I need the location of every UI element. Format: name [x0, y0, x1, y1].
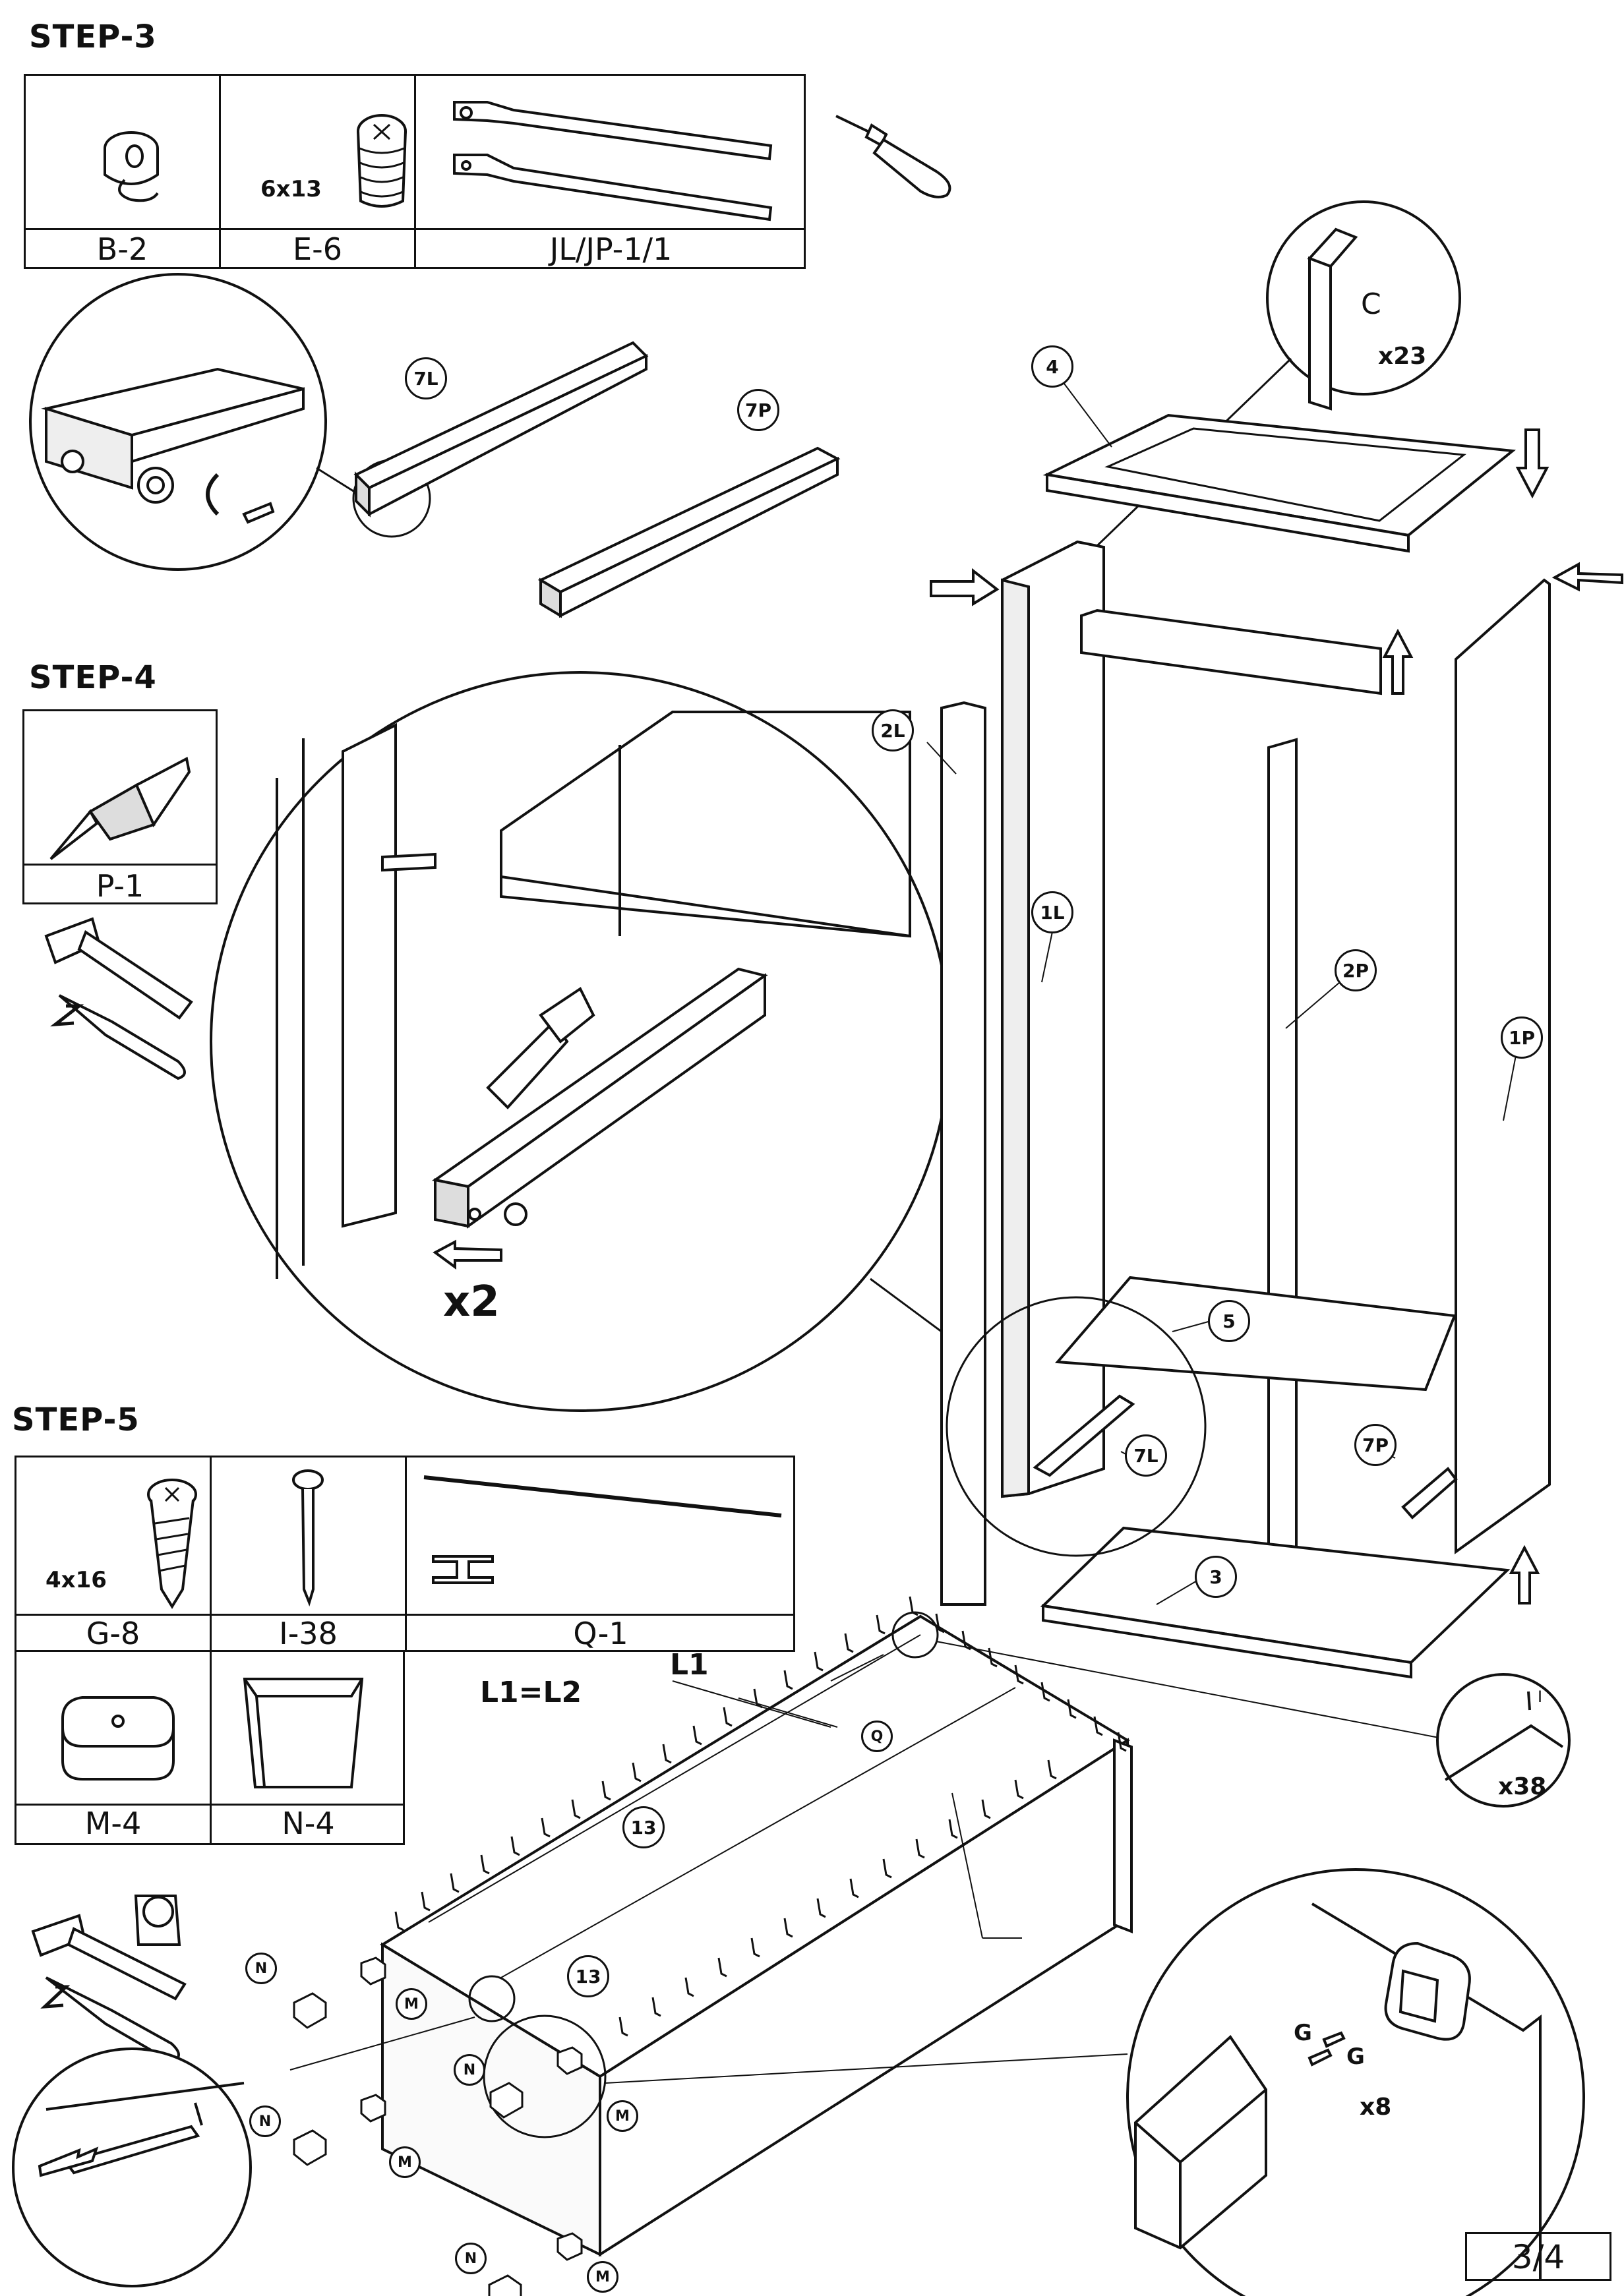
- callout-1l: 1L: [1031, 891, 1073, 933]
- rail-with-glue: [432, 967, 768, 1229]
- arrow-down-icon: [1515, 428, 1549, 499]
- callout-7l-cabinet: 7L: [1125, 1434, 1167, 1477]
- part-code-e6: E-6: [293, 231, 342, 267]
- step-5-title: STEP-5: [12, 1401, 140, 1438]
- leg-bracket-icon: [61, 1696, 175, 1781]
- part-cell-jl-jp: [416, 76, 806, 230]
- callout-5: 5: [1208, 1300, 1250, 1342]
- step-3-part-icons: [104, 101, 773, 221]
- callout-2l: 2L: [872, 709, 914, 751]
- callout-m-4: M: [587, 2261, 618, 2293]
- callout-m-3: M: [389, 2146, 421, 2178]
- nail-detail-magnifier: [1436, 1673, 1571, 1808]
- screw-icon: [242, 502, 275, 524]
- cam-symbol: C: [1361, 287, 1381, 321]
- callout-2p: 2P: [1335, 949, 1377, 991]
- drawer-rail-icon: [453, 101, 773, 221]
- part-code-g8: G-8: [86, 1616, 140, 1651]
- arrow-left-icon: [1551, 562, 1623, 592]
- bottom-panel-3: [1040, 1526, 1511, 1679]
- callout-3: 3: [1195, 1556, 1237, 1598]
- step-3-parts-table: B-2 E-6 JL/JP-1/1 6x13: [24, 74, 806, 269]
- rail-7p: [537, 446, 841, 618]
- part-cell-e6: [221, 76, 416, 230]
- screw-count: x8: [1360, 2094, 1392, 2121]
- rail-7l: [353, 341, 649, 517]
- screw-letter-g-1: G: [1294, 2020, 1312, 2046]
- nail-count: x38: [1498, 1773, 1547, 1800]
- step-5-part-icons-2: [61, 1678, 364, 1788]
- part-code-i38: I-38: [279, 1616, 338, 1651]
- leg-detail-small: [483, 2015, 607, 2138]
- tapered-leg-icon: [243, 1678, 364, 1788]
- part-size-g8: 4x16: [45, 1567, 107, 1593]
- callout-n-4: N: [455, 2243, 487, 2274]
- callout-n-3: N: [249, 2105, 281, 2137]
- part-code-p1: P-1: [96, 868, 144, 904]
- callout-7l-step3: 7L: [405, 357, 447, 399]
- front-strip-2l: [940, 701, 986, 1606]
- arrow-left-icon: [433, 1239, 502, 1270]
- shelf-5: [1054, 1276, 1457, 1392]
- glue-tube-icon: [49, 756, 191, 860]
- step-4-multiplier: x2: [443, 1278, 500, 1326]
- part-size-e6: 6x13: [260, 176, 322, 202]
- arrow-up-icon: [1382, 628, 1414, 695]
- callout-q: Q: [861, 1721, 893, 1752]
- arrow-right-icon: [930, 568, 1000, 606]
- callout-1p: 1P: [1501, 1016, 1543, 1059]
- page-number: 3/4: [1465, 2232, 1611, 2281]
- connector-strip-icon: [423, 1475, 782, 1584]
- drawer-detail-magnifier: [946, 1296, 1207, 1557]
- part-code-jl-jp: JL/JP-1/1: [549, 231, 673, 267]
- callout-n-1: N: [245, 1953, 277, 1984]
- base-frame: [380, 1614, 1133, 2257]
- step-3-title: STEP-3: [29, 18, 157, 55]
- part-cell-b2: [26, 76, 221, 230]
- step-4-title: STEP-4: [29, 659, 157, 696]
- callout-7p-step3: 7P: [737, 389, 779, 431]
- leg-and-bracket-sets: [293, 1957, 583, 2296]
- euro-screw-icon: [357, 114, 407, 208]
- screw-letter-g-2: G: [1346, 2044, 1365, 2070]
- part-code-n4: N-4: [282, 1806, 335, 1841]
- side-panel-1p: [1455, 578, 1551, 1554]
- callout-m-1: M: [396, 1988, 427, 2020]
- callout-7p-cabinet: 7P: [1354, 1424, 1397, 1466]
- nail-letter: I: [1538, 1688, 1543, 1706]
- top-panel-4: [1042, 413, 1517, 553]
- strip-detail-small: [468, 1975, 516, 2022]
- arrow-up-icon: [1509, 1545, 1540, 1604]
- step-5-parts-table: G-8 I-38 Q-1 4x16: [15, 1456, 795, 1652]
- callout-13-top: 13: [622, 1806, 665, 1848]
- part-code-b2: B-2: [96, 231, 148, 267]
- nail-detail-small: [891, 1611, 939, 1659]
- cam-count: x23: [1378, 343, 1427, 370]
- callout-n-2: N: [454, 2054, 485, 2086]
- length-equation: L1=L2: [480, 1676, 582, 1709]
- cam-lock-icon: [104, 131, 159, 202]
- glue-nozzle-icon: [486, 987, 595, 1109]
- nail-markers: [394, 1596, 1127, 2037]
- callout-m-2: M: [607, 2100, 638, 2132]
- step-5-part-icons: [147, 1469, 782, 1609]
- strip-detail-magnifier: [12, 2047, 252, 2287]
- callout-4: 4: [1031, 345, 1073, 388]
- length-label-l1: L1: [670, 1648, 709, 1682]
- callout-13-side: 13: [567, 1955, 609, 1997]
- part-code-m4: M-4: [84, 1806, 142, 1841]
- top-cross-rail: [1080, 608, 1382, 695]
- wood-screw-icon: [147, 1479, 197, 1609]
- step-5-parts-table-2: M-4 N-4: [15, 1650, 405, 1845]
- nail-icon: [292, 1469, 324, 1607]
- part-code-q1: Q-1: [573, 1616, 628, 1651]
- step-4-parts-table: P-1: [22, 709, 218, 904]
- side-panel-1l: [1001, 540, 1105, 1498]
